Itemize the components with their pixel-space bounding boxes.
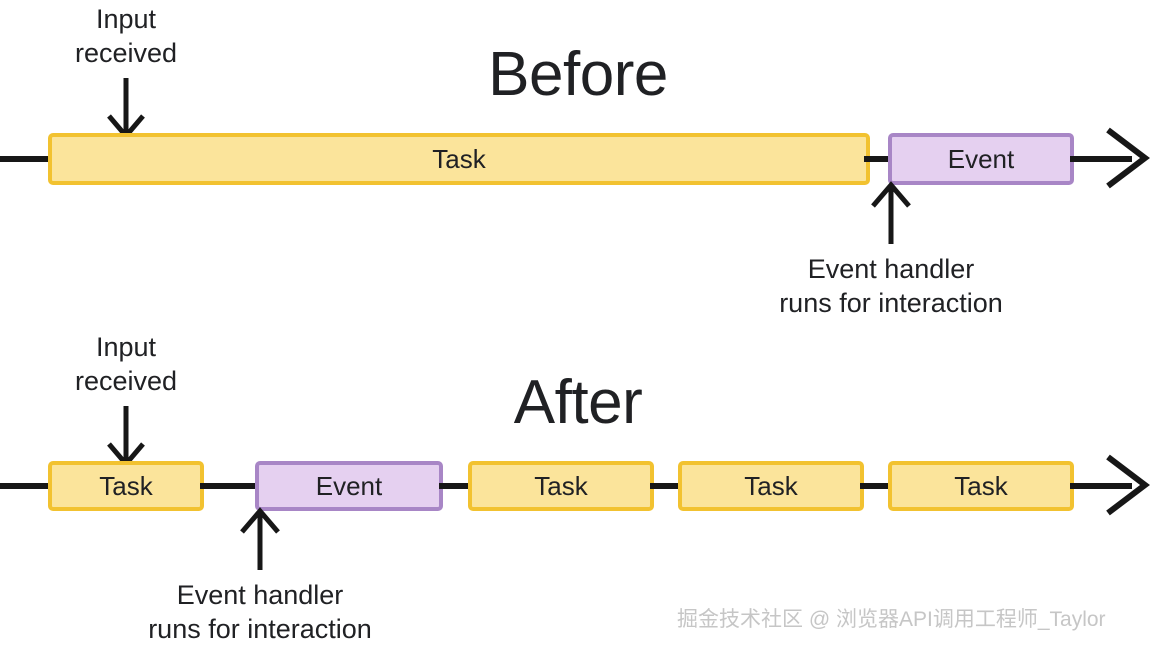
after-task-block-2: Task bbox=[468, 461, 654, 511]
after-task-block-4: Task bbox=[888, 461, 1074, 511]
before-baseline-left-stub bbox=[0, 156, 52, 162]
after-baseline-right-stub bbox=[1070, 483, 1132, 489]
before-input-down-arrow-icon bbox=[107, 78, 145, 140]
before-event-block: Event bbox=[888, 133, 1074, 185]
after-event-block: Event bbox=[255, 461, 443, 511]
after-input-received-caption: Input received bbox=[74, 332, 178, 397]
after-task-label-1: Task bbox=[99, 471, 153, 501]
after-event-handler-caption: Event handler runs for interaction bbox=[148, 580, 372, 645]
after-task-label-2: Task bbox=[534, 471, 588, 501]
before-task-label: Task bbox=[432, 144, 486, 174]
after-connector-4 bbox=[860, 483, 892, 489]
after-baseline-left-stub bbox=[0, 483, 52, 489]
before-event-handler-up-arrow-icon bbox=[871, 181, 911, 244]
before-event-handler-caption: Event handler runs for interaction bbox=[779, 254, 1003, 319]
after-section-title: After bbox=[513, 368, 643, 437]
before-event-label: Event bbox=[947, 144, 1015, 174]
after-input-down-arrow-icon bbox=[107, 406, 145, 468]
watermark-text: 掘金技术社区 @ 浏览器API调用工程师_Taylor bbox=[677, 608, 1106, 631]
before-section-title: Before bbox=[488, 40, 668, 109]
before-timeline-arrowhead-icon bbox=[1106, 127, 1150, 189]
after-task-label-3: Task bbox=[744, 471, 798, 501]
after-connector-2 bbox=[439, 483, 473, 489]
before-task-block: Task bbox=[48, 133, 870, 185]
after-event-handler-up-arrow-icon bbox=[240, 507, 280, 570]
after-task-block-3: Task bbox=[678, 461, 864, 511]
after-task-label-4: Task bbox=[954, 471, 1008, 501]
after-event-label: Event bbox=[315, 471, 383, 501]
before-input-received-caption: Input received bbox=[74, 4, 178, 69]
after-timeline-arrowhead-icon bbox=[1106, 454, 1150, 516]
after-connector-3 bbox=[650, 483, 682, 489]
after-task-block-1: Task bbox=[48, 461, 204, 511]
before-task-event-connector bbox=[864, 156, 892, 162]
before-baseline-right-stub bbox=[1070, 156, 1132, 162]
after-connector-1 bbox=[200, 483, 258, 489]
